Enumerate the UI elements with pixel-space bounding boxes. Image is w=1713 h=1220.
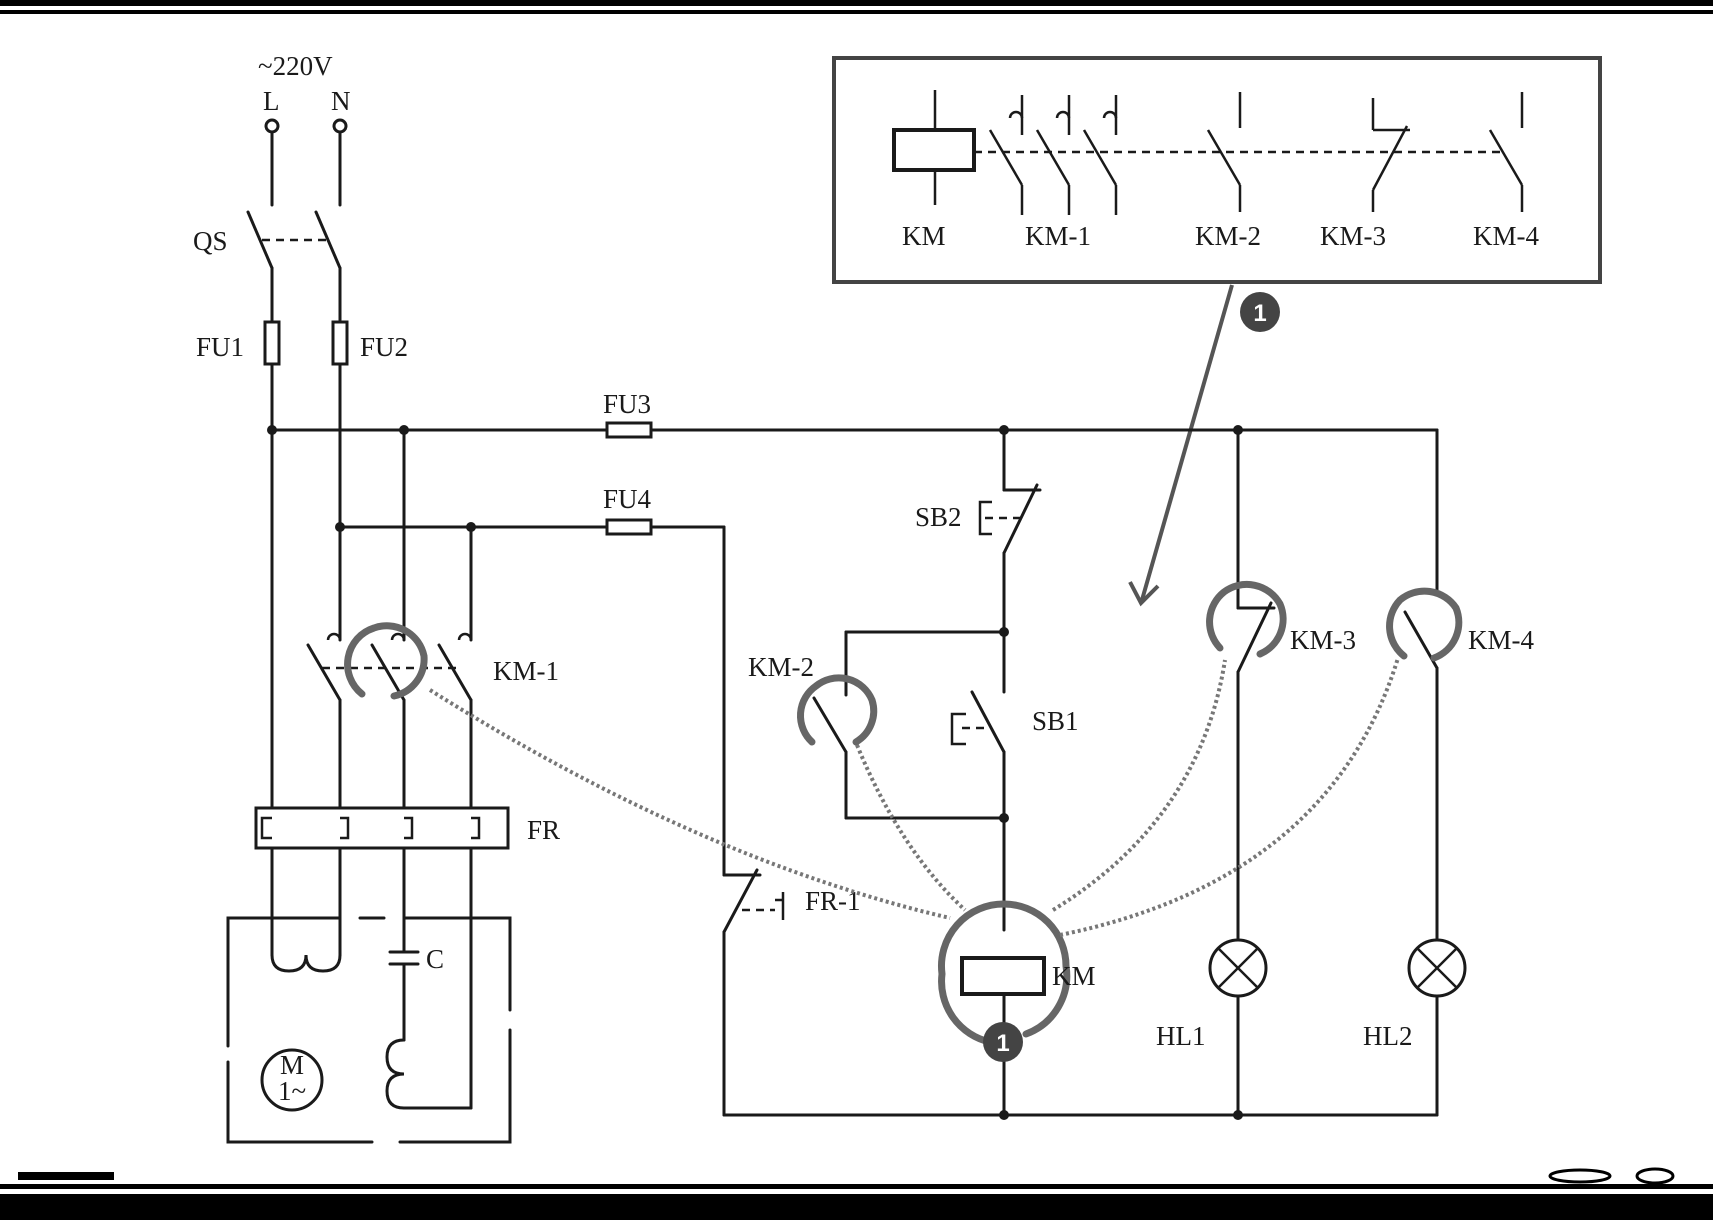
- neutral-terminal-label: N: [331, 86, 351, 116]
- legend-km2-contact: [1206, 92, 1242, 212]
- capacitor-c: [388, 950, 420, 966]
- qs-switch: [246, 210, 342, 322]
- sb1-button: [950, 690, 1006, 754]
- km3-contact: [1206, 580, 1287, 674]
- corner-ornament: [1548, 1167, 1675, 1185]
- fr1-contact: [722, 868, 785, 1117]
- km3-label: KM-3: [1290, 625, 1356, 655]
- motor-m: M 1~: [260, 1048, 324, 1112]
- coil-contact-linkages: [428, 657, 1400, 937]
- sb2-button: [978, 483, 1042, 555]
- legend-km3-contact: [1371, 98, 1410, 212]
- fr-thermal-relay: [254, 806, 510, 850]
- neutral-terminal: [332, 118, 348, 134]
- callout-arrow: [1128, 284, 1234, 607]
- fuse-fu2: [331, 320, 349, 366]
- fuse-fu1: [263, 320, 281, 366]
- legend-km-coil: [892, 90, 976, 205]
- run-winding: [385, 1038, 406, 1110]
- legend-label-km2: KM-2: [1195, 221, 1261, 251]
- qs-label: QS: [193, 226, 228, 256]
- km2-contact: [796, 674, 878, 754]
- svg-text:1: 1: [996, 1030, 1009, 1057]
- fr-label: FR: [527, 815, 560, 845]
- fu1-label: FU1: [196, 332, 244, 362]
- fuse-fu3: [605, 421, 653, 439]
- top-frame-line: [0, 10, 1713, 14]
- fr1-label: FR-1: [805, 886, 861, 916]
- legend-label-km1: KM-1: [1025, 221, 1091, 251]
- bottom-right-block: [1520, 1205, 1713, 1220]
- km1-label: KM-1: [493, 656, 559, 686]
- km1-main-contacts: [306, 622, 473, 702]
- sb2-label: SB2: [915, 502, 962, 532]
- supply-voltage-label: ~220V: [258, 51, 333, 81]
- svg-text:1~: 1~: [278, 1076, 306, 1106]
- lamp-hl2: [1407, 938, 1467, 998]
- line-terminal-label: L: [263, 86, 280, 116]
- callout-badge-coil: 1: [983, 1022, 1023, 1062]
- legend-km1-contacts: [988, 95, 1118, 215]
- bottom-left-mark: [18, 1172, 114, 1180]
- start-winding-upper: [270, 953, 342, 973]
- legend-label-km4: KM-4: [1473, 221, 1539, 251]
- svg-text:M: M: [280, 1050, 304, 1080]
- fu4-label: FU4: [603, 484, 652, 514]
- line-terminal: [264, 118, 280, 134]
- legend-km4-contact: [1488, 92, 1524, 212]
- legend-label-km3: KM-3: [1320, 221, 1386, 251]
- km2-label: KM-2: [748, 652, 814, 682]
- motor-enclosure: [226, 916, 512, 1144]
- capacitor-label: C: [426, 944, 444, 974]
- km-coil-label: KM: [1052, 961, 1096, 991]
- fu3-label: FU3: [603, 389, 651, 419]
- callout-badge-top: 1: [1240, 292, 1280, 332]
- sb1-label: SB1: [1032, 706, 1079, 736]
- fuse-fu4: [605, 518, 653, 536]
- legend-box: KM KM-1 KM-2 KM-3 KM-4: [832, 56, 1602, 284]
- svg-text:1: 1: [1253, 300, 1266, 327]
- top-frame-bar: [0, 0, 1713, 6]
- hl2-label: HL2: [1363, 1021, 1413, 1051]
- bottom-frame-line: [0, 1184, 1713, 1189]
- bottom-frame-bar: [0, 1194, 1713, 1220]
- fu2-label: FU2: [360, 332, 408, 362]
- hl1-label: HL1: [1156, 1021, 1206, 1051]
- legend-label-km: KM: [902, 221, 946, 251]
- km4-contact: [1386, 587, 1463, 670]
- km4-label: KM-4: [1468, 625, 1534, 655]
- lamp-hl1: [1208, 938, 1268, 998]
